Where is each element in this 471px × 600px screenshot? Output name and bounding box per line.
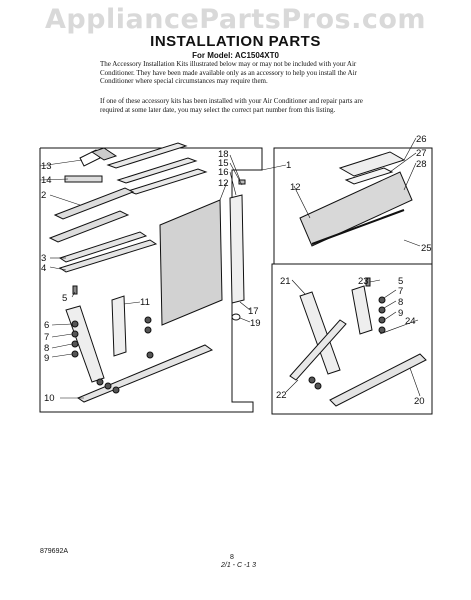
- part-17-post: [229, 194, 245, 304]
- callout-14: 14: [41, 175, 52, 186]
- callout-28: 28: [416, 159, 427, 170]
- callout-22: 22: [276, 390, 287, 401]
- part-3-rail: [58, 231, 148, 263]
- callout-24: 24: [405, 316, 416, 327]
- callout-1: 1: [286, 160, 291, 171]
- callout-12-right: 12: [290, 182, 301, 193]
- callout-3: 3: [41, 253, 46, 264]
- part-22-arm: [289, 319, 347, 381]
- callout-6: 6: [44, 320, 49, 331]
- handwritten-note: 2/1 - C -1 3: [221, 562, 257, 569]
- callout-13: 13: [41, 161, 52, 172]
- part-4-rail: [58, 239, 158, 273]
- part-20-rail: [329, 353, 427, 407]
- rail-top-1: [106, 142, 188, 169]
- part-10-rail: [76, 344, 214, 403]
- page-title: INSTALLATION PARTS: [150, 33, 321, 50]
- part-24-bracket: [351, 285, 373, 335]
- callout-17: 17: [248, 306, 259, 317]
- callout-10: 10: [44, 393, 55, 404]
- part-13-bracket: [79, 147, 118, 167]
- watermark: AppliancePartsPros.com: [44, 4, 427, 35]
- callout-23: 23: [358, 276, 369, 287]
- part-11-bracket: [111, 295, 127, 357]
- callout-19: 19: [250, 318, 261, 329]
- part-2-rail: [53, 187, 135, 220]
- part-14: [64, 175, 103, 183]
- callout-16: 16: [218, 167, 229, 178]
- model-line: For Model: AC1504XT0: [192, 51, 279, 60]
- callout-9-left: 9: [44, 353, 49, 364]
- part-12-frame: [299, 171, 413, 247]
- part-5-screw: [72, 285, 78, 295]
- part-19: [231, 313, 241, 321]
- callout-25: 25: [421, 243, 432, 254]
- callout-2: 2: [41, 190, 46, 201]
- hardware-right: [308, 296, 386, 390]
- callout-12-left: 12: [218, 178, 229, 189]
- right-lower-box: [271, 263, 433, 415]
- main-frame: [39, 147, 263, 413]
- part-27-gasket: [344, 167, 394, 185]
- leader-lines: [39, 137, 421, 399]
- callout-8-right: 8: [398, 297, 403, 308]
- callout-21: 21: [280, 276, 291, 287]
- callout-9-right: 9: [398, 308, 403, 319]
- callout-27: 27: [416, 148, 427, 159]
- part-25-rod: [311, 209, 405, 245]
- rail-top-2: [116, 157, 198, 184]
- doc-code: 879692A: [40, 548, 69, 555]
- part-2-rail-b: [48, 210, 130, 243]
- intro-paragraph-1: The Accessory Installation Kits illustra…: [100, 60, 357, 86]
- rail-top-3: [126, 168, 208, 195]
- callout-7-left: 7: [44, 332, 49, 343]
- part-18: [238, 179, 246, 185]
- part-12-panel: [159, 199, 223, 326]
- callout-8-left: 8: [44, 343, 49, 354]
- intro-paragraph-2: If one of these accessory kits has been …: [100, 97, 363, 114]
- callout-15: 15: [218, 158, 229, 169]
- callout-11: 11: [140, 297, 150, 308]
- callout-18: 18: [218, 149, 229, 160]
- callout-26: 26: [416, 134, 427, 145]
- callout-5-right: 5: [398, 276, 403, 287]
- page-number: 8: [230, 554, 234, 561]
- callout-20: 20: [414, 396, 425, 407]
- callout-5-left: 5: [62, 293, 67, 304]
- callout-7-right: 7: [398, 286, 403, 297]
- callout-4: 4: [41, 263, 46, 274]
